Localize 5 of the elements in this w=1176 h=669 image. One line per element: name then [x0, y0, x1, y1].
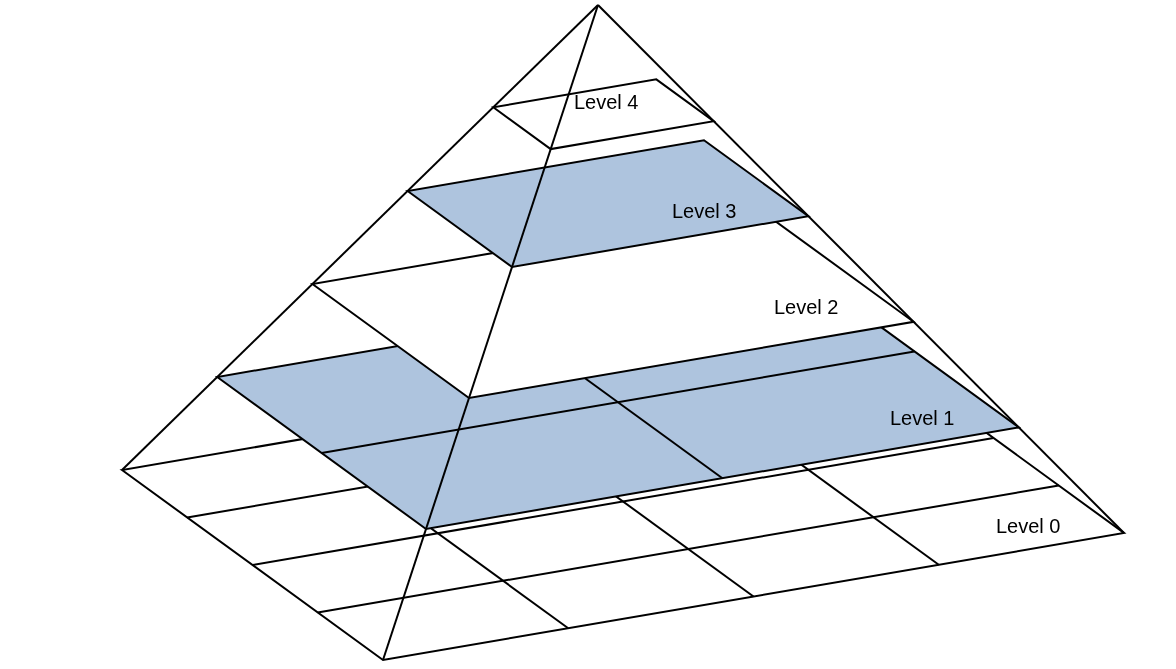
- level-label: Level 1: [890, 408, 955, 428]
- level-label: Level 4: [574, 92, 639, 112]
- level-label: Level 2: [774, 297, 839, 317]
- level-label: Level 3: [672, 201, 737, 221]
- level-label: Level 0: [996, 516, 1061, 536]
